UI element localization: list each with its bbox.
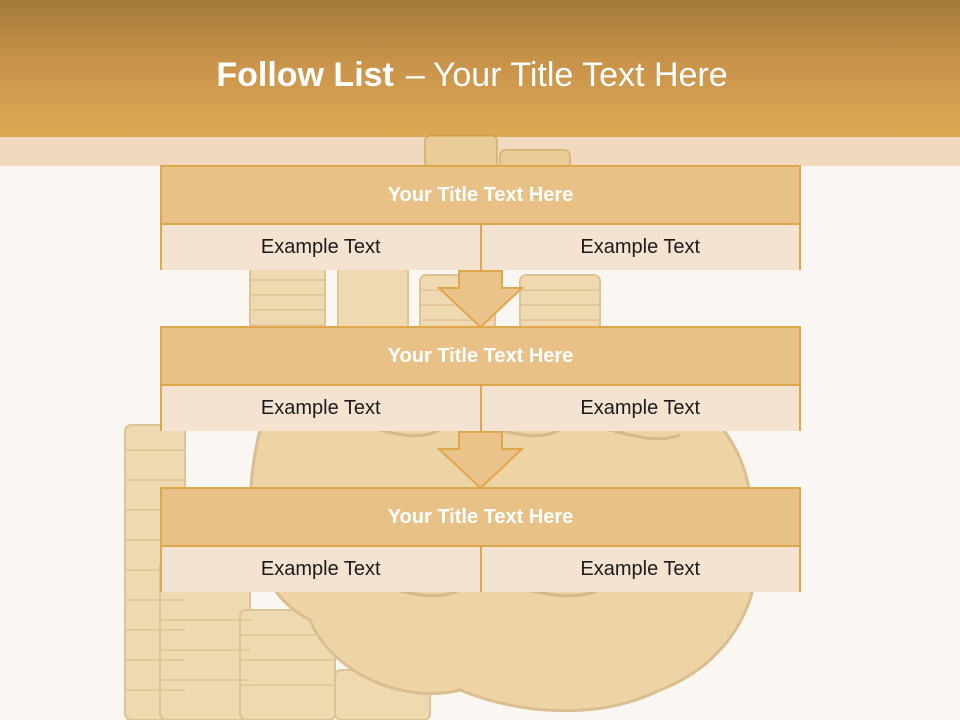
block-cell-right: Example Text [479, 547, 799, 592]
down-arrow-icon [437, 431, 524, 489]
block-title: Your Title Text Here [162, 167, 799, 225]
title-rest-part: Your Title Text Here [432, 56, 728, 94]
list-block-2: Your Title Text Here Example Text Exampl… [160, 326, 801, 431]
title-bar [0, 0, 960, 137]
slide-title: Follow List–Your Title Text Here [0, 52, 944, 98]
block-title: Your Title Text Here [162, 328, 799, 386]
block-row: Example Text Example Text [162, 225, 799, 270]
list-block-3: Your Title Text Here Example Text Exampl… [160, 487, 801, 592]
title-dash: – [405, 56, 425, 94]
block-row: Example Text Example Text [162, 547, 799, 592]
block-cell-left: Example Text [162, 386, 480, 431]
down-arrow-icon [437, 270, 524, 328]
title-bold-part: Follow List [216, 56, 394, 94]
list-block-1: Your Title Text Here Example Text Exampl… [160, 165, 801, 270]
block-cell-left: Example Text [162, 547, 480, 592]
block-row: Example Text Example Text [162, 386, 799, 431]
block-title: Your Title Text Here [162, 489, 799, 547]
block-cell-right: Example Text [479, 225, 799, 270]
block-cell-left: Example Text [162, 225, 480, 270]
block-cell-right: Example Text [479, 386, 799, 431]
